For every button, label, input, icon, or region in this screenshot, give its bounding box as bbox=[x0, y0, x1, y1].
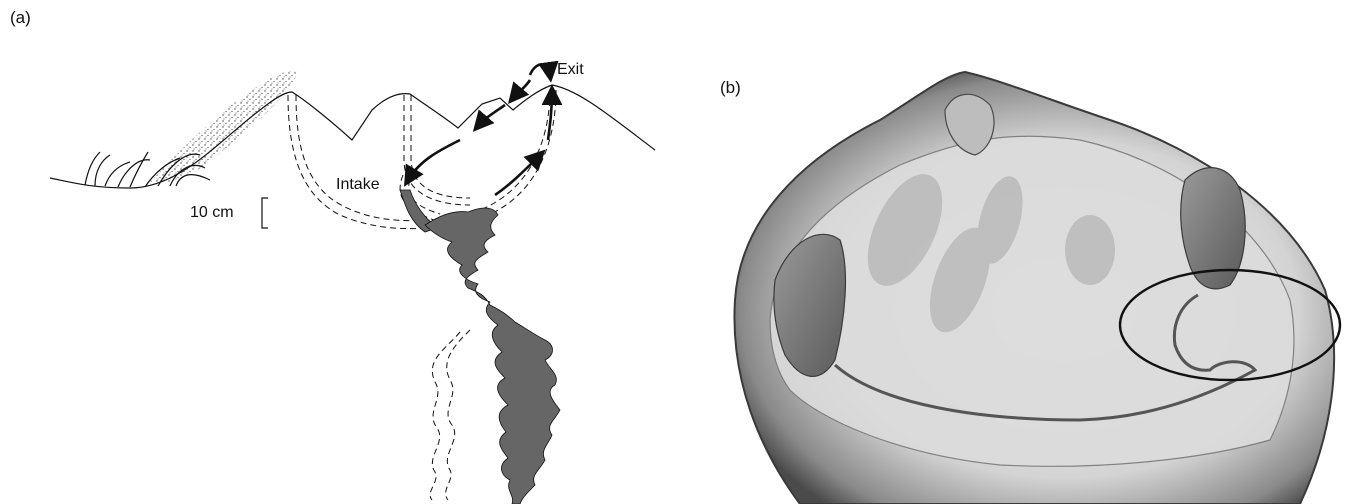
clam-shell-photo bbox=[0, 0, 1347, 504]
